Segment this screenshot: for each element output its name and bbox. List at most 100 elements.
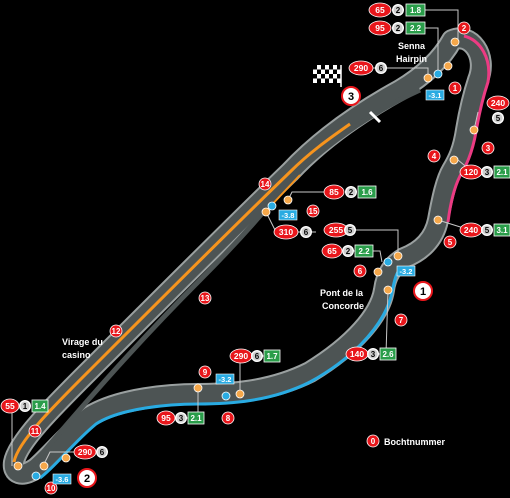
svg-text:3.1: 3.1 [496, 226, 508, 235]
svg-text:2: 2 [349, 188, 354, 197]
zone-markers: 1 2 3 [77, 86, 433, 488]
speed-box: 55 1 1.4 [0, 398, 49, 414]
svg-text:6: 6 [358, 267, 363, 276]
svg-text:2: 2 [396, 6, 401, 15]
svg-text:310: 310 [279, 227, 293, 237]
svg-text:1: 1 [453, 84, 458, 93]
svg-text:140: 140 [350, 349, 364, 359]
svg-text:13: 13 [201, 294, 210, 303]
svg-text:15: 15 [309, 207, 318, 216]
svg-text:85: 85 [329, 187, 339, 197]
speed-box: 240 5 [486, 95, 510, 124]
svg-text:6: 6 [379, 64, 384, 73]
corner-badge: 4 [427, 149, 441, 163]
corner-marker [393, 251, 403, 261]
svg-text:3: 3 [486, 144, 491, 153]
svg-text:-3.1: -3.1 [429, 91, 442, 100]
brake-marker [31, 471, 41, 481]
svg-text:12: 12 [112, 327, 121, 336]
svg-text:11: 11 [31, 427, 40, 436]
speed-box: 290 6 [73, 444, 108, 460]
track [2, 27, 492, 485]
svg-text:2: 2 [462, 24, 467, 33]
brake-marker [221, 391, 231, 401]
speed-box: 310 6 [273, 224, 312, 240]
svg-text:7: 7 [399, 316, 404, 325]
svg-text:-3.2: -3.2 [219, 375, 232, 384]
corner-marker [373, 267, 383, 277]
checkered-flag-icon [313, 65, 342, 87]
speed-box: 120 3 2.1 [459, 164, 510, 180]
start-line [368, 110, 382, 124]
decel-box: -3.1 [425, 89, 445, 101]
decel-box: -3.2 [215, 373, 235, 385]
corner-marker [193, 383, 203, 393]
place-names: Senna Hairpin Pont de la Concorde Virage… [62, 41, 427, 360]
speed-box: 65 2 2.2 [321, 243, 374, 259]
place-pont-line2: Concorde [322, 301, 364, 311]
svg-text:5: 5 [348, 226, 353, 235]
svg-text:1.8: 1.8 [410, 6, 422, 15]
legend-corner-badge: 0 [366, 434, 380, 448]
corner-marker [261, 207, 271, 217]
blue-kerb [39, 271, 400, 480]
speed-box: 240 5 3.1 [459, 222, 510, 238]
brake-markers [31, 69, 443, 481]
svg-text:240: 240 [491, 98, 505, 108]
corner-markers [13, 37, 479, 471]
svg-text:120: 120 [464, 167, 478, 177]
svg-text:2.2: 2.2 [358, 247, 370, 256]
corner-marker [61, 453, 71, 463]
place-senna-line2: Hairpin [396, 54, 427, 64]
corner-marker [235, 389, 245, 399]
brake-marker [267, 201, 277, 211]
corner-marker [13, 461, 23, 471]
svg-text:8: 8 [226, 414, 231, 423]
place-casino-line1: Virage du [62, 337, 103, 347]
pit-lane [28, 87, 422, 470]
svg-text:1.6: 1.6 [361, 188, 373, 197]
speed-boxes: 65 2 1.8 95 2 2.2 290 6 240 5 [0, 2, 510, 460]
svg-text:2: 2 [346, 247, 351, 256]
svg-text:3: 3 [179, 414, 184, 423]
svg-text:255: 255 [329, 225, 343, 235]
corner-badge: 7 [394, 313, 408, 327]
svg-text:4: 4 [432, 152, 437, 161]
svg-text:2: 2 [396, 24, 401, 33]
speed-box: 95 3 2.1 [156, 410, 205, 426]
svg-text:-3.8: -3.8 [282, 211, 295, 220]
zone-marker-2: 2 [77, 468, 97, 488]
speed-box: 290 6 [348, 60, 387, 76]
speed-box: 65 2 1.8 [368, 2, 426, 18]
corner-badge: 14 [258, 177, 272, 191]
decel-box: -3.8 [278, 209, 298, 221]
svg-text:1: 1 [23, 402, 28, 411]
place-casino-line2: casino [62, 350, 91, 360]
brake-marker [383, 257, 393, 267]
svg-text:65: 65 [375, 5, 385, 15]
corner-badge: 8 [221, 411, 235, 425]
speed-box: 290 6 1.7 [229, 348, 281, 364]
corner-badge: 11 [28, 424, 42, 438]
corner-badge: 12 [109, 324, 123, 338]
orange-kerb [12, 122, 351, 463]
legend-label: Bochtnummer [384, 437, 446, 447]
svg-text:290: 290 [234, 351, 248, 361]
corner-badge: 6 [353, 264, 367, 278]
svg-text:1.7: 1.7 [266, 352, 278, 361]
svg-text:2.2: 2.2 [410, 24, 422, 33]
speed-box: 255 5 [323, 222, 356, 238]
corner-marker [443, 61, 453, 71]
svg-text:290: 290 [78, 447, 92, 457]
corner-marker [469, 125, 479, 135]
svg-text:2.1: 2.1 [190, 414, 202, 423]
corner-marker [383, 285, 393, 295]
svg-text:55: 55 [5, 401, 15, 411]
svg-text:95: 95 [375, 23, 385, 33]
decel-boxes: -3.1 -3.8 -3.2 -3.2 -3.6 [52, 89, 445, 485]
svg-text:3: 3 [371, 350, 376, 359]
svg-text:3: 3 [485, 168, 490, 177]
corner-marker [450, 37, 460, 47]
speed-box: 140 3 2.6 [345, 346, 397, 362]
